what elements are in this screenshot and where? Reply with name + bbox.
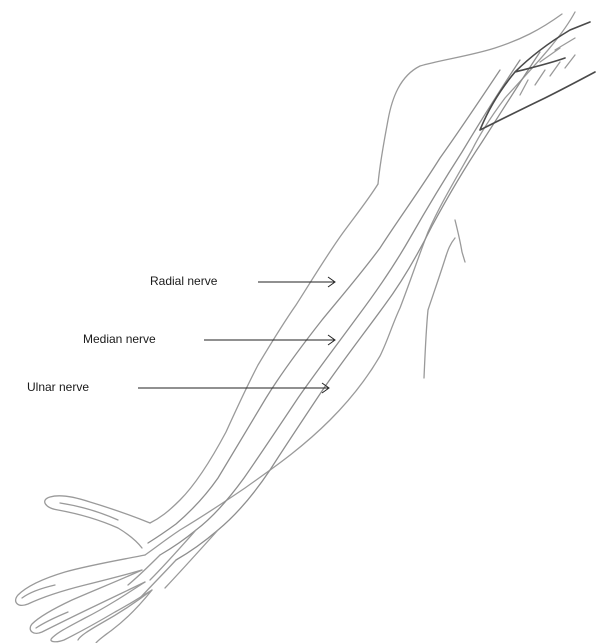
ulnar-nerve-line [176, 52, 540, 560]
finger-3 [51, 582, 152, 642]
finger-2-nail [36, 612, 68, 628]
arm-outline-top [378, 14, 562, 184]
elbow-line-2 [424, 256, 446, 378]
elbow-line-1 [446, 220, 465, 262]
upper-muscle [480, 22, 595, 130]
ulnar-nerve-label: Ulnar nerve [27, 380, 89, 394]
median-nerve-line [160, 60, 520, 555]
radial-nerve-label: Radial nerve [150, 274, 217, 288]
arm-outline-left [150, 184, 378, 523]
arm-outline-shoulder-right [472, 12, 575, 150]
median-nerve-label: Median nerve [83, 332, 156, 346]
finger-1 [16, 555, 145, 605]
finger-1-nail [22, 585, 55, 598]
finger-2 [30, 570, 145, 633]
arm-outline-right [145, 150, 472, 555]
radial-nerve-line [148, 70, 500, 543]
